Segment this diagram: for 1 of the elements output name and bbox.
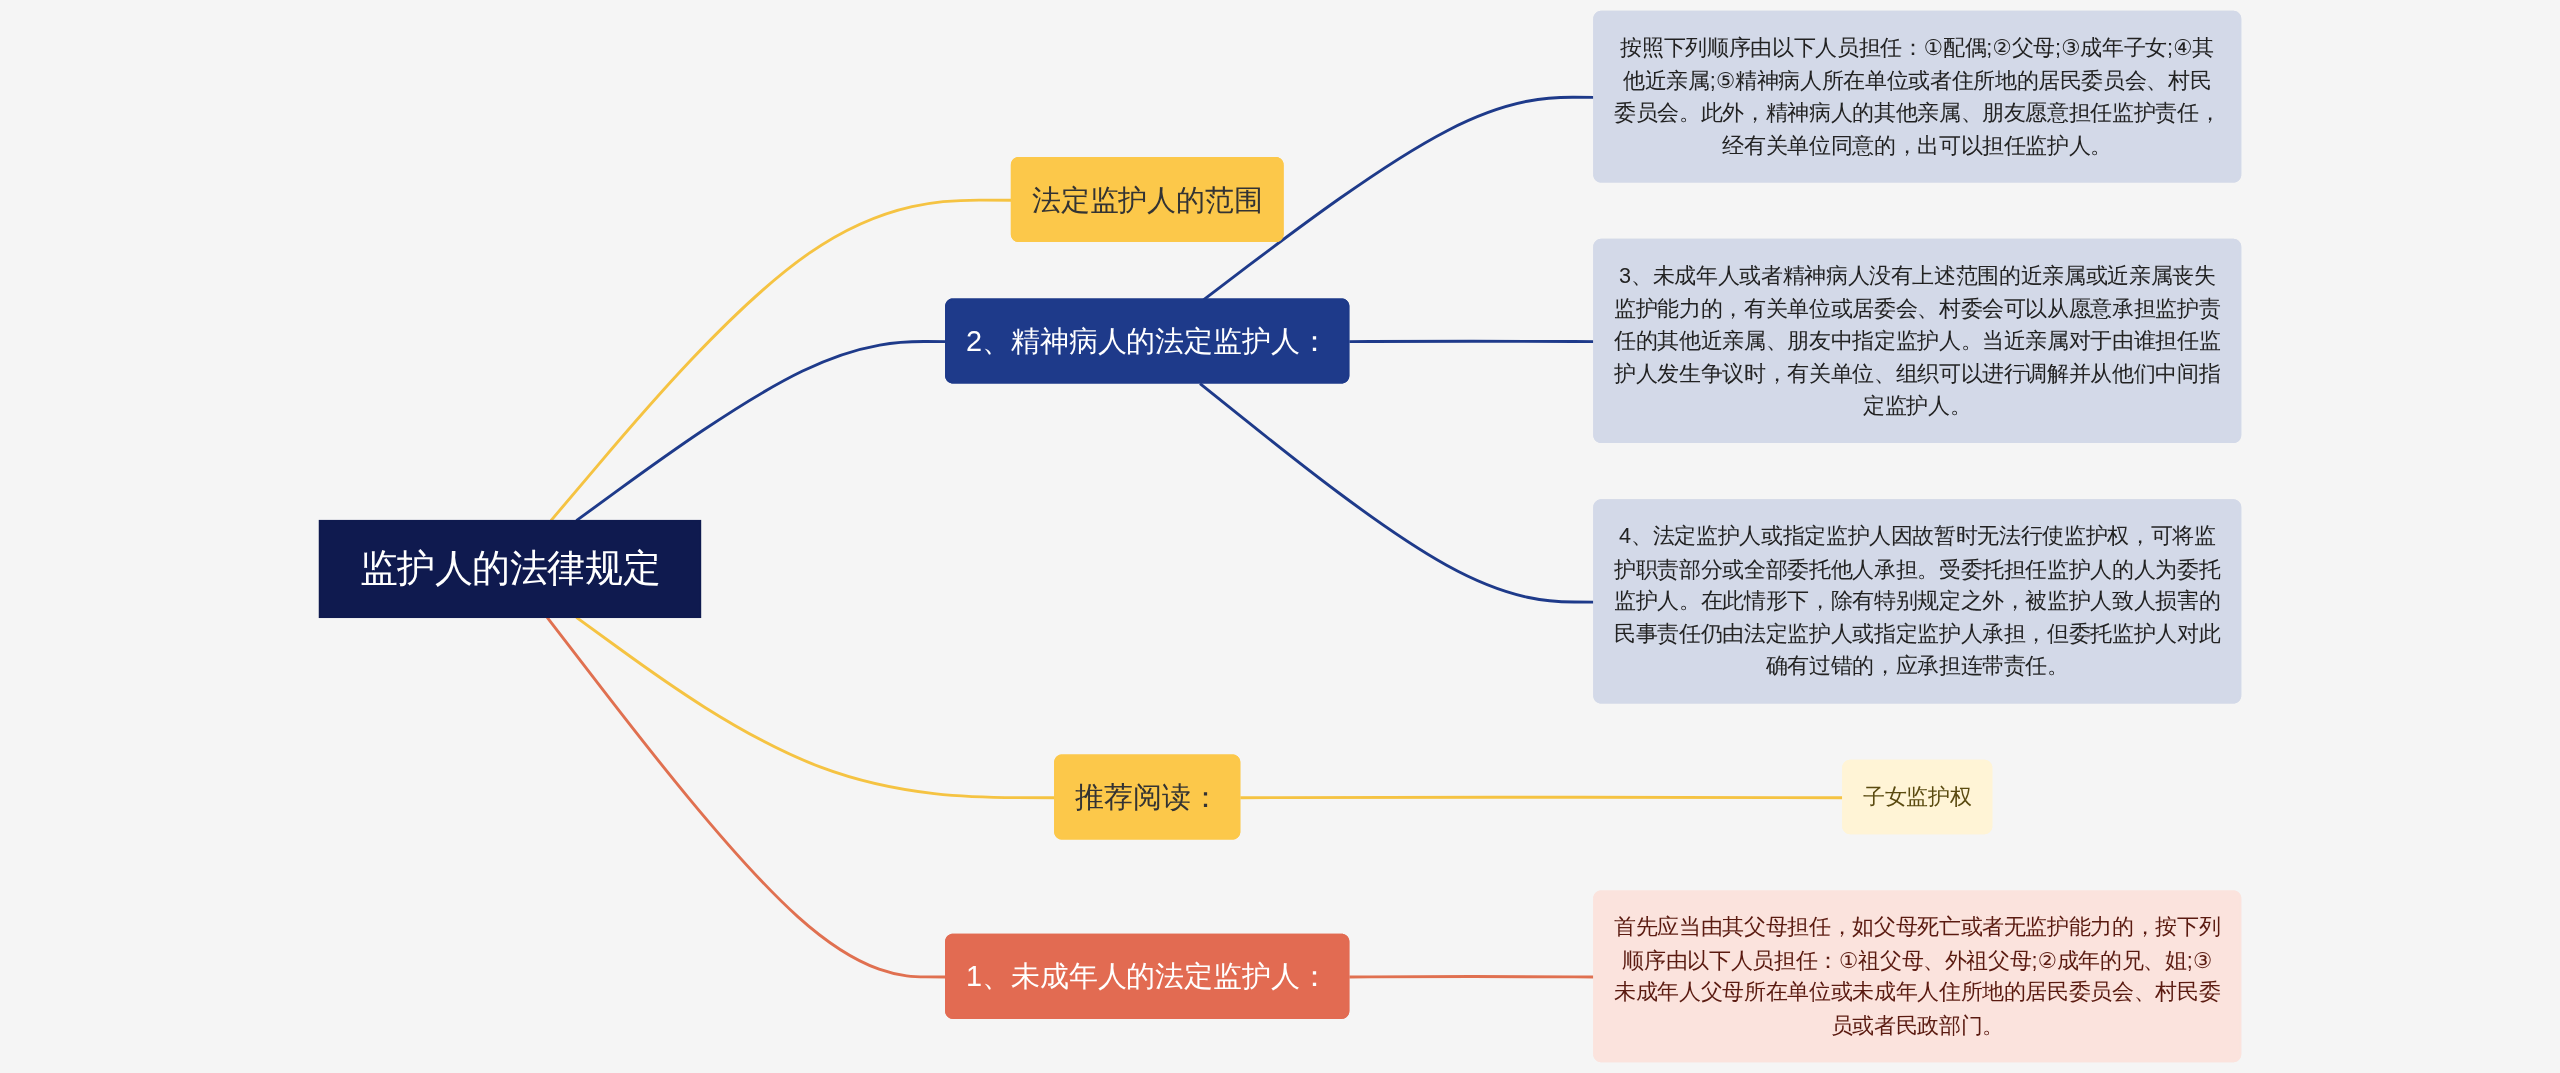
node-box: 监护人的法律规定 xyxy=(318,519,702,619)
